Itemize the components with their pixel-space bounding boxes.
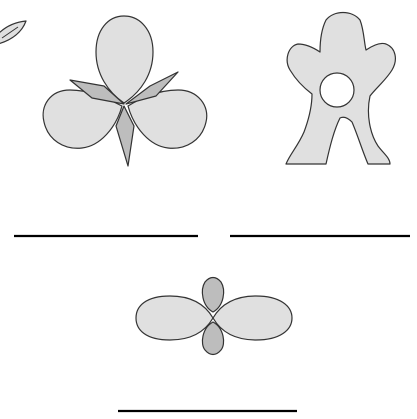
- petal-vertical-top-body: [202, 278, 223, 313]
- partial-leaf-shape: [0, 21, 26, 44]
- five-lobed-shape-with-hole: [286, 13, 395, 165]
- petal-right: [213, 296, 292, 340]
- circular-hole: [320, 73, 354, 107]
- two-petal-flower-shape: [136, 278, 292, 355]
- three-petal-flower-shape: [43, 16, 207, 166]
- petal-left: [136, 296, 213, 340]
